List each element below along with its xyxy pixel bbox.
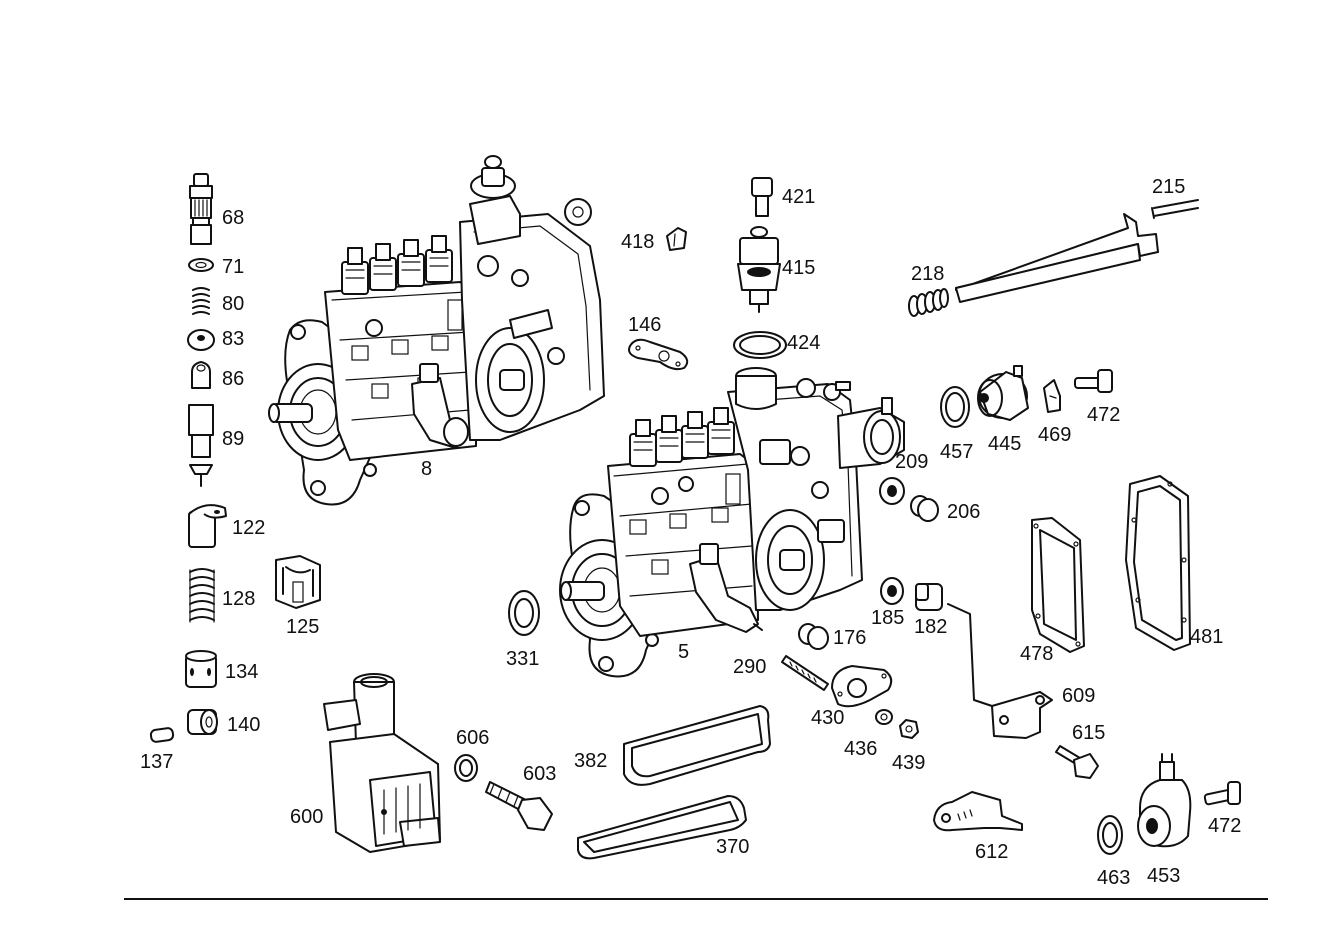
label-472-bottom: 472: [1208, 815, 1241, 837]
part-122: [188, 504, 227, 548]
part-140: [187, 709, 218, 735]
part-424-ring: [733, 331, 787, 359]
label-206: 206: [947, 501, 980, 523]
label-463: 463: [1097, 867, 1130, 889]
part-71: [188, 258, 214, 272]
part-478-gasket: [1031, 517, 1085, 653]
label-5: 5: [678, 641, 689, 663]
label-469: 469: [1038, 424, 1071, 446]
pump-assembly-8: [268, 155, 605, 506]
part-457-ring: [940, 386, 970, 428]
part-421-bolt: [751, 177, 773, 217]
label-600: 600: [290, 806, 323, 828]
part-606-washer: [454, 754, 478, 782]
label-8: 8: [421, 458, 432, 480]
label-612: 612: [975, 841, 1008, 863]
part-612-bracket: [933, 791, 1023, 832]
part-472-bolt-bottom: [1203, 781, 1241, 806]
label-382: 382: [574, 750, 607, 772]
part-137: [149, 727, 175, 743]
label-86: 86: [222, 368, 244, 390]
label-418: 418: [621, 231, 654, 253]
label-185: 185: [871, 607, 904, 629]
label-606: 606: [456, 727, 489, 749]
part-472-bolt-top: [1074, 369, 1113, 393]
label-609: 609: [1062, 685, 1095, 707]
label-603: 603: [523, 763, 556, 785]
part-176-plug: [798, 623, 829, 650]
part-209-washer: [879, 477, 905, 505]
label-134: 134: [225, 661, 258, 683]
part-290-stud: [781, 655, 829, 691]
part-134: [185, 650, 217, 688]
label-209: 209: [895, 451, 928, 473]
part-86: [191, 361, 211, 389]
part-80-spring: [192, 287, 210, 315]
part-128-spring: [189, 568, 215, 623]
label-137: 137: [140, 751, 173, 773]
part-331-ring: [508, 590, 540, 636]
part-453: [1137, 753, 1192, 848]
part-415-solenoid: [737, 226, 781, 313]
label-331: 331: [506, 648, 539, 670]
part-89: [188, 404, 214, 487]
part-609-bracket: [947, 603, 1053, 739]
label-290: 290: [733, 656, 766, 678]
label-83: 83: [222, 328, 244, 350]
part-600-valve: [323, 673, 441, 853]
label-472-top: 472: [1087, 404, 1120, 426]
pump-assembly-5: [559, 367, 905, 678]
label-182: 182: [914, 616, 947, 638]
part-603-screw: [485, 781, 553, 831]
part-436-washer: [875, 709, 893, 725]
part-615-bolt: [1055, 745, 1099, 779]
part-469: [1043, 379, 1061, 413]
part-382-gasket: [623, 705, 771, 786]
part-439-nut: [899, 719, 919, 739]
label-71: 71: [222, 256, 244, 278]
label-215: 215: [1152, 176, 1185, 198]
part-445: [977, 365, 1029, 421]
label-128: 128: [222, 588, 255, 610]
label-370: 370: [716, 836, 749, 858]
part-481-gasket: [1125, 475, 1191, 651]
label-218: 218: [911, 263, 944, 285]
label-615: 615: [1072, 722, 1105, 744]
label-430: 430: [811, 707, 844, 729]
label-68: 68: [222, 207, 244, 229]
part-83: [187, 329, 215, 351]
label-421: 421: [782, 186, 815, 208]
part-370-gasket: [577, 795, 747, 860]
part-185-washer: [880, 577, 904, 605]
label-445: 445: [988, 433, 1021, 455]
part-418: [666, 227, 687, 251]
part-146-gasket: [628, 338, 689, 371]
label-415: 415: [782, 257, 815, 279]
label-481: 481: [1190, 626, 1223, 648]
label-140: 140: [227, 714, 260, 736]
part-215-rod: [955, 199, 1199, 303]
label-478: 478: [1020, 643, 1053, 665]
part-182-plug: [915, 583, 943, 611]
part-430-gasket: [831, 665, 893, 708]
part-463-ring: [1097, 815, 1123, 855]
label-439: 439: [892, 752, 925, 774]
part-218-spring: [908, 288, 949, 317]
label-89: 89: [222, 428, 244, 450]
part-125: [275, 555, 321, 609]
label-122: 122: [232, 517, 265, 539]
label-457: 457: [940, 441, 973, 463]
part-206-plug: [910, 495, 939, 522]
label-80: 80: [222, 293, 244, 315]
label-453: 453: [1147, 865, 1180, 887]
label-125: 125: [286, 616, 319, 638]
part-68: [189, 173, 213, 245]
label-424: 424: [787, 332, 820, 354]
label-176: 176: [833, 627, 866, 649]
label-436: 436: [844, 738, 877, 760]
label-146: 146: [628, 314, 661, 336]
